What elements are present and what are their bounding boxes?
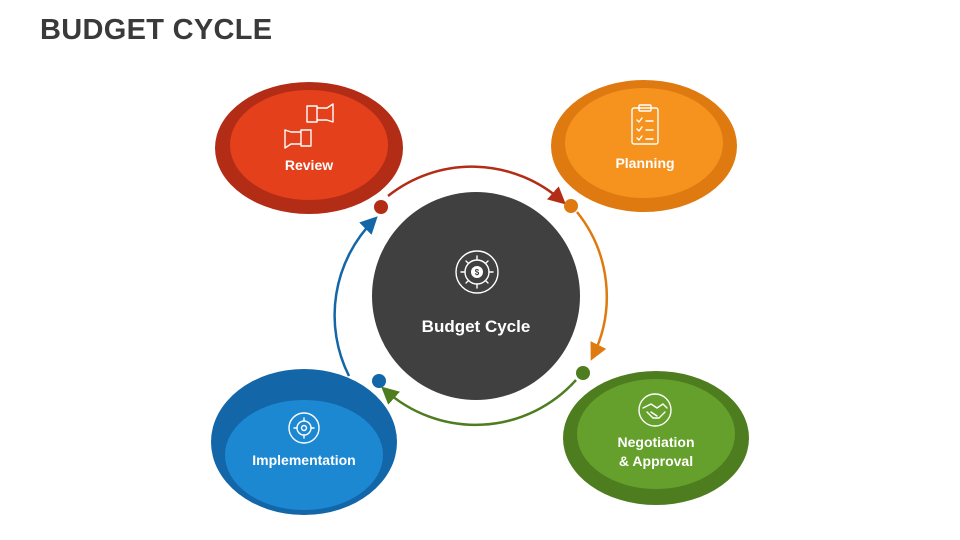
svg-text:$: $ — [475, 268, 480, 277]
handshake-icon — [638, 393, 672, 427]
stage-review-label: Review — [285, 157, 333, 173]
implementation-dot — [372, 374, 386, 388]
stage-planning-label: Planning — [615, 155, 674, 171]
stage-negotiation-label-line2: & Approval — [619, 453, 693, 469]
review-dot — [374, 200, 388, 214]
review-to-planning-arrow — [387, 165, 566, 205]
stage-planning: Planning — [551, 80, 737, 212]
page-title: BUDGET CYCLE — [40, 14, 273, 46]
implementation-to-review-arrow — [333, 216, 378, 377]
stage-negotiation: Negotiation & Approval — [563, 371, 749, 505]
negotiation-to-implementation-arrow — [381, 379, 577, 427]
clipboard-checklist-icon — [631, 104, 659, 145]
thumbs-up-down-icon — [284, 103, 334, 149]
center-label: Budget Cycle — [422, 317, 531, 336]
stage-negotiation-label-line1: Negotiation — [618, 434, 695, 450]
planning-to-negotiation-arrow — [576, 211, 608, 361]
gear-dollar-cycle-icon: $ — [455, 250, 499, 294]
stage-review: Review — [215, 82, 403, 214]
gear-cycle-icon — [288, 412, 320, 444]
negotiation-dot — [576, 366, 590, 380]
stage-implementation-label: Implementation — [252, 452, 355, 468]
planning-dot — [564, 199, 578, 213]
stage-implementation: Implementation — [211, 369, 397, 515]
center-node: $ Budget Cycle — [372, 192, 580, 400]
